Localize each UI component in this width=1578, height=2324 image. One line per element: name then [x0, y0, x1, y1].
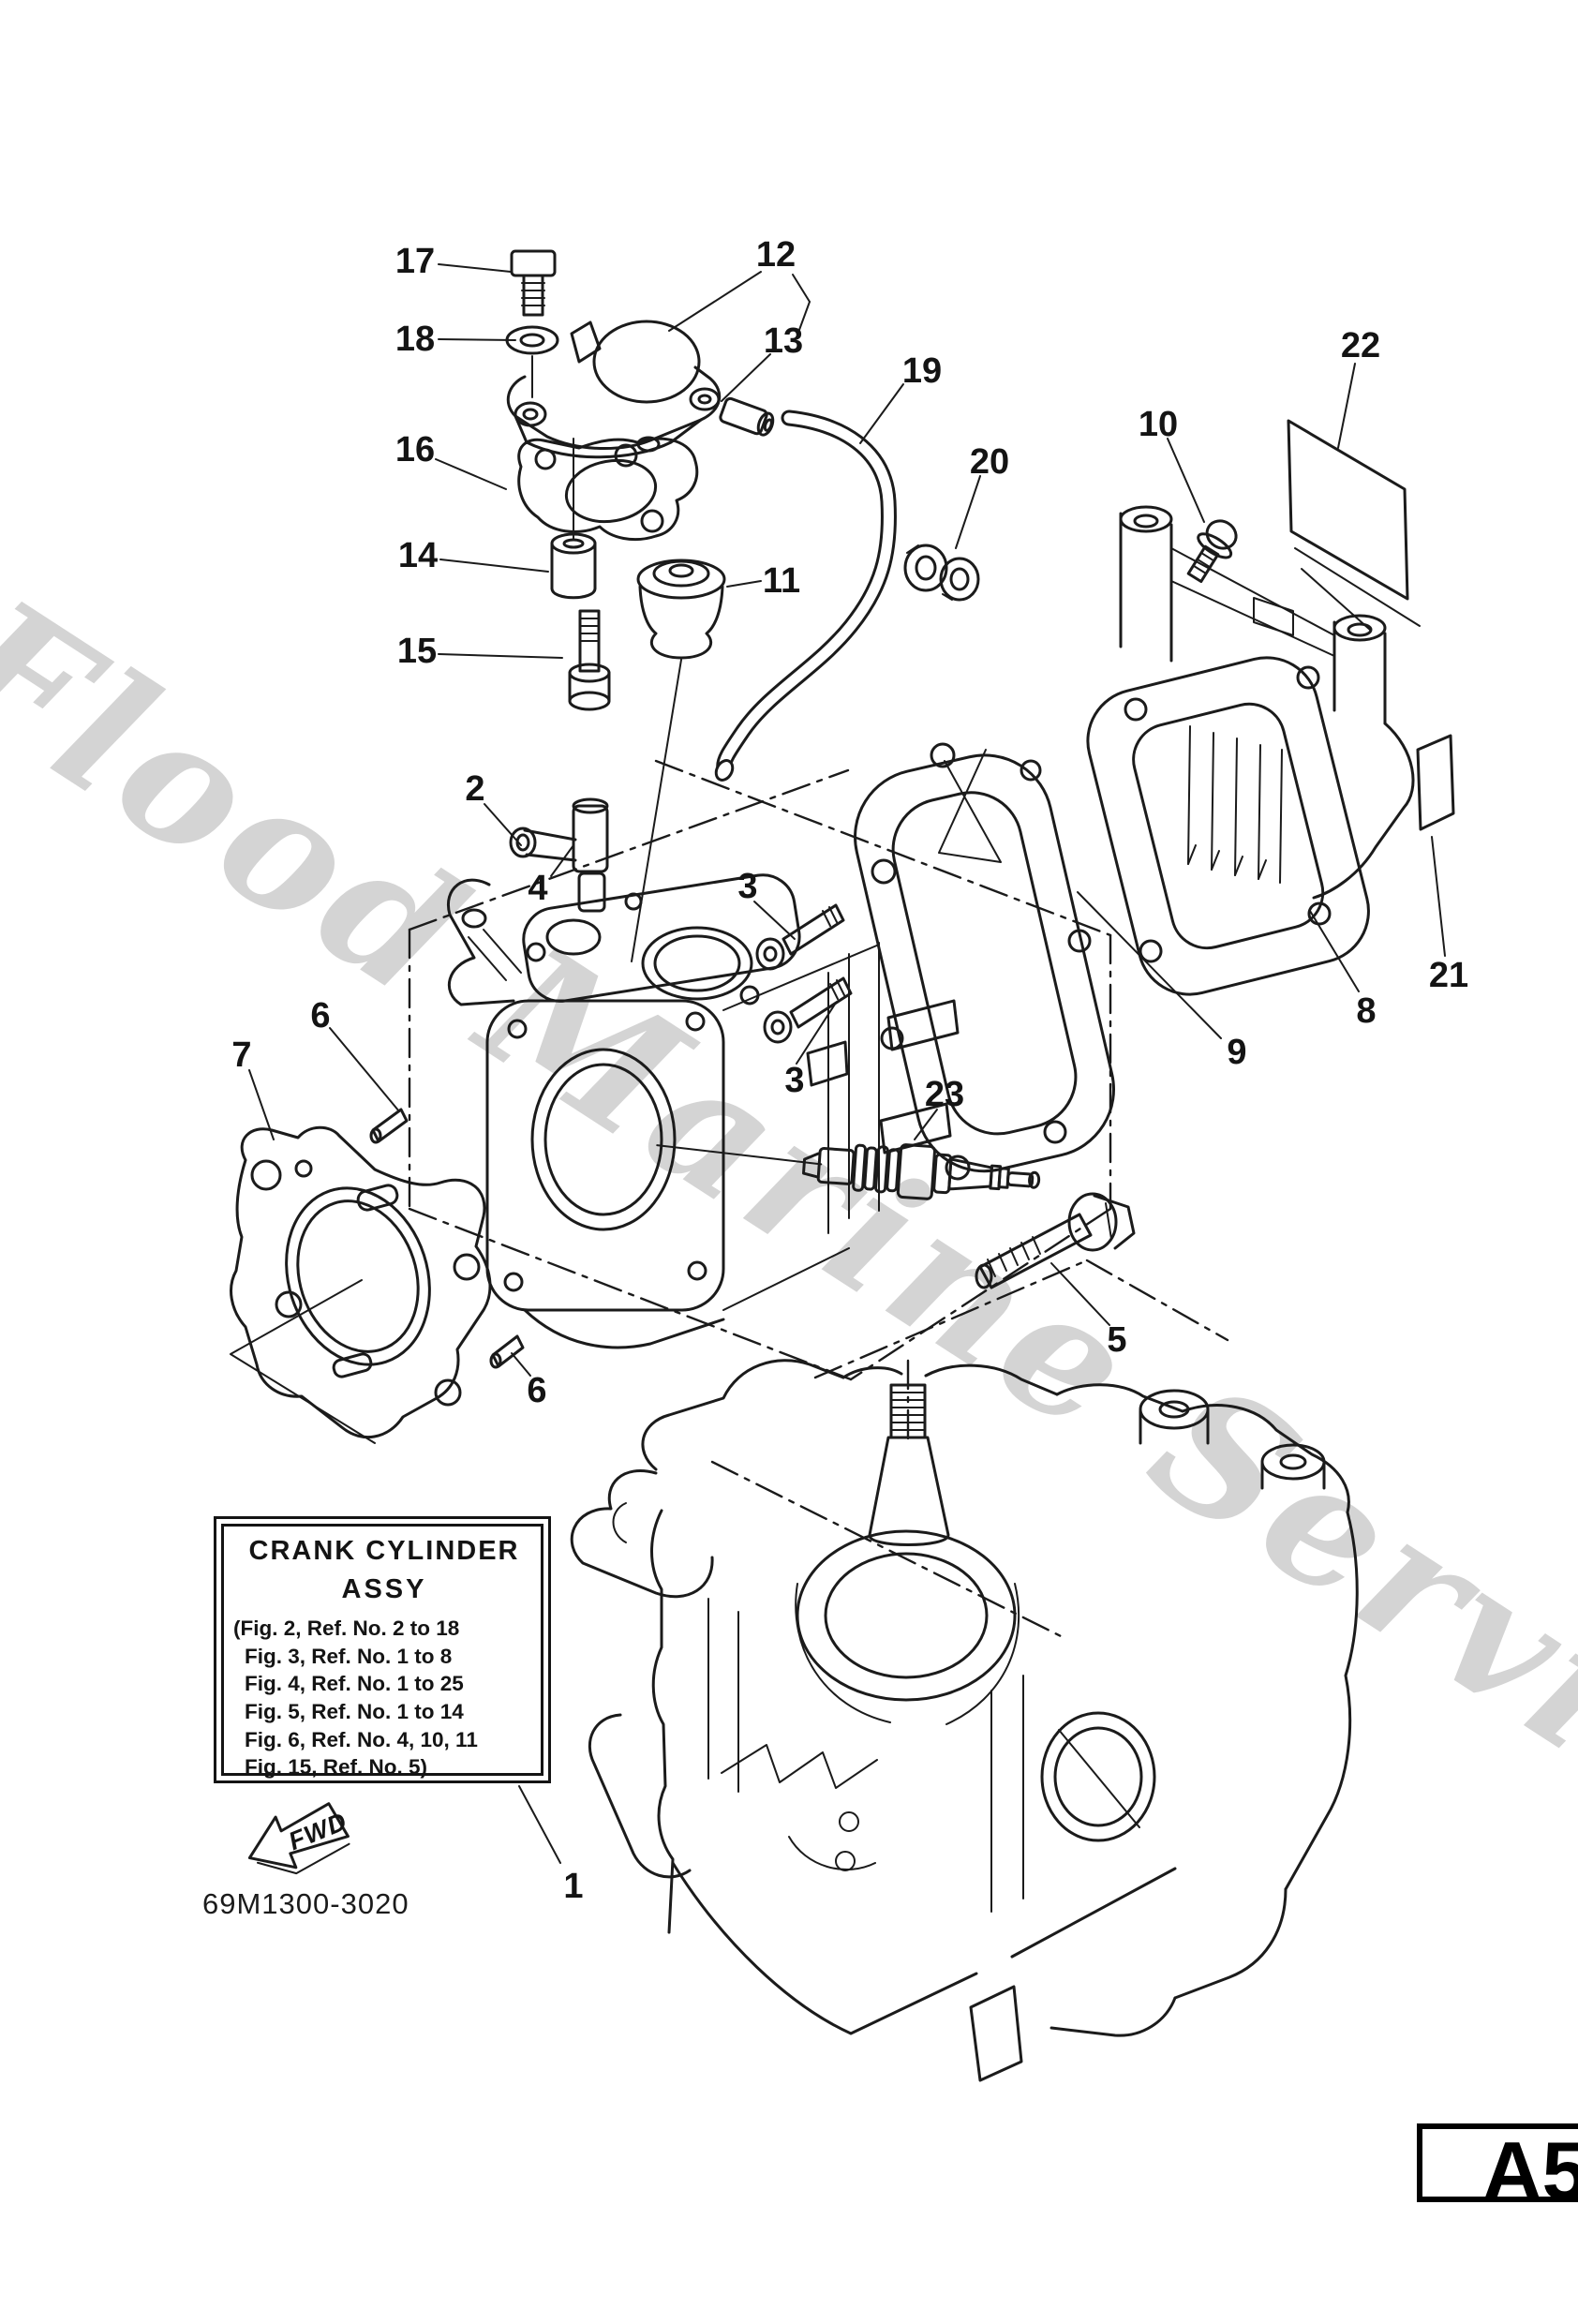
- info-ref-line: Fig. 3, Ref. No. 1 to 8: [245, 1644, 453, 1668]
- callout-label-3: 3: [784, 1061, 804, 1100]
- callout-leader-line: [438, 263, 512, 273]
- callout-label-4: 4: [528, 869, 547, 908]
- callout-leader-line: [914, 1109, 938, 1140]
- fitting-13-drawing: [719, 396, 775, 437]
- callout-leader-line: [484, 803, 522, 846]
- page-tab-label: A5: [1482, 2124, 1578, 2217]
- callout-label-19: 19: [902, 351, 942, 391]
- callout-leader-line: [550, 844, 574, 877]
- info-ref-line: (Fig. 2, Ref. No. 2 to 18: [233, 1616, 460, 1640]
- callout-leader-line: [439, 559, 549, 573]
- callout-label-2: 2: [465, 769, 484, 809]
- callout-leader-line: [435, 458, 507, 490]
- bolt-10-drawing: [1186, 519, 1238, 584]
- callout-leader-line: [1077, 891, 1222, 1039]
- callout-leader-line: [1050, 1262, 1110, 1326]
- plate-22-drawing: [1287, 419, 1421, 631]
- dowel-pin-6a-drawing: [369, 1108, 409, 1144]
- info-ref-line: Fig. 15, Ref. No. 5): [245, 1755, 428, 1780]
- callout-label-6: 6: [527, 1371, 546, 1410]
- callout-label-3: 3: [737, 867, 757, 906]
- dowel-pin-3b-drawing: [763, 976, 853, 1044]
- callout-label-18: 18: [395, 320, 435, 359]
- callout-label-14: 14: [398, 536, 438, 575]
- info-box-references: (Fig. 2, Ref. No. 2 to 18 Fig. 3, Ref. N…: [233, 1615, 535, 1781]
- info-box-title: CRANK CYLINDER: [248, 1536, 520, 1566]
- info-ref-line: Fig. 6, Ref. No. 4, 10, 11: [245, 1727, 478, 1751]
- callout-leader-line: [859, 383, 904, 444]
- callout-label-11: 11: [763, 561, 800, 601]
- bolt-17-drawing: [510, 249, 557, 317]
- callout-leader-line: [726, 580, 762, 588]
- callout-label-15: 15: [397, 632, 437, 671]
- washer-18-drawing: [505, 325, 559, 398]
- callout-label-1: 1: [563, 1867, 583, 1906]
- breather-hose-19-drawing: [714, 410, 897, 782]
- callout-label-12: 12: [756, 235, 796, 275]
- assembly-info-box-inner: CRANK CYLINDER ASSY (Fig. 2, Ref. No. 2 …: [221, 1524, 543, 1779]
- callout-leader-line: [721, 353, 771, 402]
- cover-gasket-9-drawing: [854, 742, 1115, 1181]
- callout-label-20: 20: [970, 442, 1009, 482]
- fitting-4-drawing: [509, 797, 609, 913]
- collar-14-drawing: [550, 438, 597, 600]
- cylinder-block-2-drawing: [447, 873, 960, 1349]
- figure-code: 69M1300-3020: [202, 1887, 409, 1920]
- hose-clamp-20-drawing: [903, 544, 980, 602]
- callout-leader-line: [438, 338, 516, 341]
- callout-label-16: 16: [395, 430, 435, 469]
- callout-label-23: 23: [925, 1075, 964, 1114]
- callout-bracket-line: [798, 301, 811, 331]
- callout-label-9: 9: [1227, 1033, 1246, 1072]
- thermostat-valve-11-drawing: [631, 559, 726, 962]
- callout-leader-line: [518, 1785, 561, 1864]
- callout-label-13: 13: [764, 321, 803, 361]
- callout-leader-line: [511, 1352, 531, 1377]
- gasket-16-drawing: [517, 437, 699, 542]
- crank-cylinder-assy-1-drawing: [570, 1359, 1359, 2082]
- info-ref-line: Fig. 5, Ref. No. 1 to 14: [245, 1700, 464, 1724]
- assembly-info-box: CRANK CYLINDER ASSY (Fig. 2, Ref. No. 2 …: [214, 1516, 551, 1783]
- callout-label-21: 21: [1429, 956, 1468, 995]
- assembly-boundary-dashed-box: [408, 759, 1229, 1381]
- callout-leader-line: [248, 1069, 275, 1140]
- callout-bracket-line: [792, 274, 811, 303]
- callout-leader-line: [1431, 836, 1446, 957]
- callout-label-10: 10: [1139, 405, 1178, 444]
- callout-label-8: 8: [1356, 991, 1376, 1031]
- callout-leader-line: [1337, 363, 1356, 449]
- callout-leader-line: [796, 1002, 837, 1065]
- callout-leader-line: [753, 901, 796, 940]
- dowel-pin-3a-drawing: [755, 903, 845, 971]
- callout-leader-line: [1167, 438, 1205, 523]
- fuel-pump-12-drawing: [506, 320, 722, 459]
- callout-label-7: 7: [231, 1035, 251, 1075]
- info-ref-line: Fig. 4, Ref. No. 1 to 25: [245, 1672, 464, 1696]
- callout-label-17: 17: [395, 242, 435, 281]
- plate-21-drawing: [1416, 734, 1455, 831]
- crankcase-cover-8-drawing: [1086, 505, 1415, 996]
- info-box-subtitle: ASSY: [341, 1574, 427, 1604]
- callout-label-6: 6: [310, 996, 330, 1035]
- callout-leader-line: [438, 653, 563, 659]
- callout-leader-line: [1309, 910, 1360, 992]
- head-gasket-7-drawing: [230, 1125, 492, 1444]
- callout-label-22: 22: [1341, 326, 1380, 365]
- spark-plug-23-drawing: [656, 1143, 1041, 1200]
- callout-leader-line: [955, 475, 981, 549]
- dowel-pin-6b-drawing: [489, 1334, 525, 1369]
- callout-leader-line: [329, 1027, 400, 1112]
- callout-label-5: 5: [1107, 1320, 1126, 1360]
- bolt-15-drawing: [568, 609, 611, 711]
- page-tab: A5: [1417, 2123, 1578, 2217]
- fwd-arrow: FWD: [247, 1802, 351, 1875]
- callout-leader-line: [668, 271, 762, 332]
